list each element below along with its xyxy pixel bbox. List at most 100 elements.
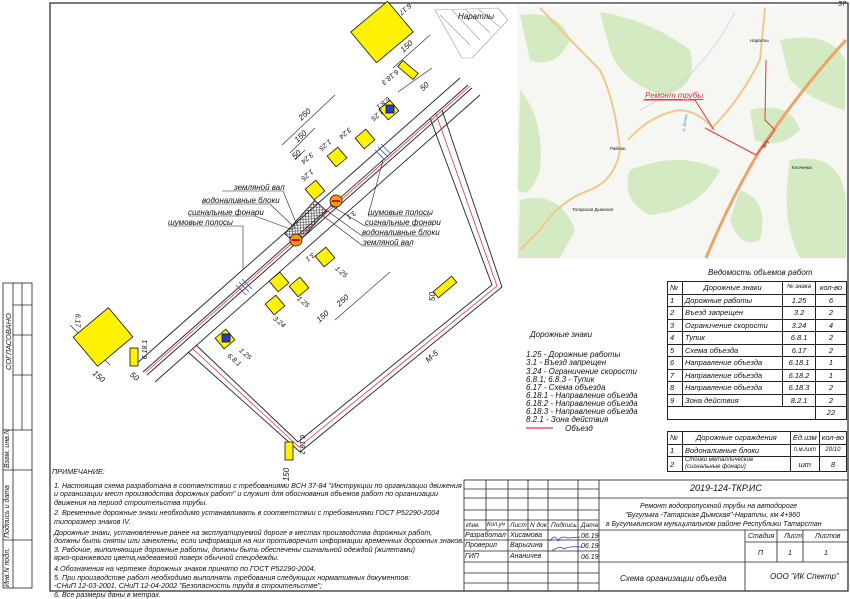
cell: 1.25	[782, 293, 816, 307]
cell: 2	[814, 331, 848, 345]
detour-direction-sign	[397, 59, 419, 81]
cell: 4	[814, 318, 848, 332]
date: 06.19	[581, 543, 599, 550]
side-stamp	[2, 282, 33, 589]
cell: 6.18.3	[782, 381, 816, 395]
cell: 3.24	[782, 318, 816, 332]
table-header: № Дорожные ограждения Ед.изм кол-во	[667, 431, 848, 445]
cell: 6.18.1	[782, 356, 816, 370]
cell: 2	[814, 393, 848, 407]
cell: 1	[667, 443, 683, 457]
cell: Направление объезда	[681, 356, 784, 370]
sheet-frame	[49, 2, 849, 592]
cell: шт	[789, 456, 820, 472]
detour-scheme-sign	[350, 0, 414, 64]
person-name: Варыгина	[510, 542, 543, 549]
stage-value: П	[758, 550, 764, 557]
rumble-strips	[235, 143, 392, 296]
legend-item: 6.18.3 - Направление объезда	[526, 407, 638, 416]
cell: Въезд запрещен	[681, 306, 784, 320]
location-map	[517, 6, 848, 259]
label-signal-lights-left: сигнальные фонари	[188, 208, 264, 217]
cell: Дорожные работы	[681, 293, 784, 307]
legend-item: 6.18.1 - Направление объезда	[526, 391, 638, 400]
cell: 2	[814, 381, 848, 395]
legend-item: 3.24 - Ограничение скорости	[526, 367, 637, 376]
cell: 8.2.1	[782, 393, 816, 407]
note-line: 6. Все размеры даны в метрах.	[54, 589, 161, 599]
notes: ПРИМЕЧАНИЕ: 1. Настоящая схема разработа…	[52, 467, 472, 599]
date: 06.19	[581, 533, 599, 540]
stamp-label: Инв.N подл.	[4, 548, 11, 587]
note-line: движения на период строительства трубы.	[54, 497, 208, 507]
note-line: -СНиП 12-03-2001, СНиП 12-04-2002 "Безоп…	[54, 581, 323, 591]
notes-title: ПРИМЕЧАНИЕ:	[52, 467, 105, 476]
cell: 2	[667, 456, 683, 472]
detour-road	[187, 109, 503, 453]
legend-item: 6.17 - Схема объезда	[526, 383, 606, 392]
cell: 6	[667, 356, 683, 370]
header-cell: №	[667, 431, 683, 445]
legend-item: 6.8.1; 6.8.3 - Тупик	[526, 375, 595, 384]
table-total-row: 22	[667, 406, 848, 420]
legend-item: 3.1 - Въезд запрещен	[526, 358, 607, 367]
label-water-blocks-right: водоналивные блоки	[362, 228, 440, 237]
sheet-number: 37	[838, 1, 846, 8]
cell: 6.17	[782, 343, 816, 357]
header-cell: Ед.изм	[789, 431, 820, 445]
sheet-value: 1	[788, 550, 792, 557]
legend-item: 8.2.1 - Зона действия	[526, 415, 609, 424]
cell: 1	[667, 293, 683, 307]
note-line: 5. При производстве работ необходимо вып…	[54, 572, 411, 582]
barriers-table: № Дорожные ограждения Ед.изм кол-во 1 Во…	[667, 431, 848, 472]
cell: 8	[667, 381, 683, 395]
note-line: 4.Обозначения на чертеже дорожных знаков…	[54, 563, 316, 573]
label-signal-lights-right: сигнальные фонари	[365, 218, 441, 227]
note-line: 2. Временные дорожные знаки необходимо у…	[54, 508, 440, 518]
project-line: в Бугульминском муниципальном районе Рес…	[606, 521, 822, 528]
cell: 8	[818, 456, 848, 472]
note-line: 1. Настоящая схема разработана в соответ…	[54, 480, 462, 490]
note-line: типоразмер знаков IV.	[54, 516, 131, 526]
project-line: Ремонт водопропускной трубы на автодорог…	[640, 503, 797, 510]
detour-direction-sign	[432, 275, 458, 299]
label-rumble-strips-left: шумовые полосы	[168, 218, 233, 227]
cell: 20/10	[818, 443, 848, 457]
signature	[551, 546, 583, 552]
title-block-grid	[463, 479, 849, 592]
cell: Тупик	[681, 331, 784, 345]
cell: Направление объезда	[681, 381, 784, 395]
stamp-label: Взам. инв.N	[4, 429, 11, 468]
role: Разработал	[465, 532, 506, 539]
header-cell: кол-во	[814, 281, 848, 295]
sheets-label: Листов	[815, 533, 841, 540]
role: Проверил	[465, 542, 497, 549]
cell: 6.8.1	[782, 331, 816, 345]
map-place: Татарская Дымская	[572, 207, 614, 212]
cell: п.м./шт	[789, 443, 820, 457]
cell: 6	[814, 293, 848, 307]
legend-title: Дорожные знаки	[530, 330, 593, 339]
date: 06.19	[581, 554, 599, 561]
header-cell: №	[667, 281, 683, 295]
table-row: 1 Водоналивные блоки п.м./шт 20/10	[667, 443, 848, 457]
label-earth-bank-right: земляной вал	[363, 238, 414, 247]
document-code: 2019-124-ТКР.ИС	[690, 483, 762, 493]
sign-code: 6.17	[73, 313, 81, 328]
table-header: № Дорожные знаки № знака кол-во	[667, 281, 848, 295]
note-line: должны быть сняты или зачехлены, если ин…	[54, 536, 464, 546]
cell: 1	[814, 356, 848, 370]
cell: 2	[667, 306, 683, 320]
header-cell: Лист	[510, 522, 527, 529]
note-line: Дорожные знаки, установленные ранее на э…	[54, 527, 433, 537]
header-cell: № знака	[782, 281, 816, 295]
